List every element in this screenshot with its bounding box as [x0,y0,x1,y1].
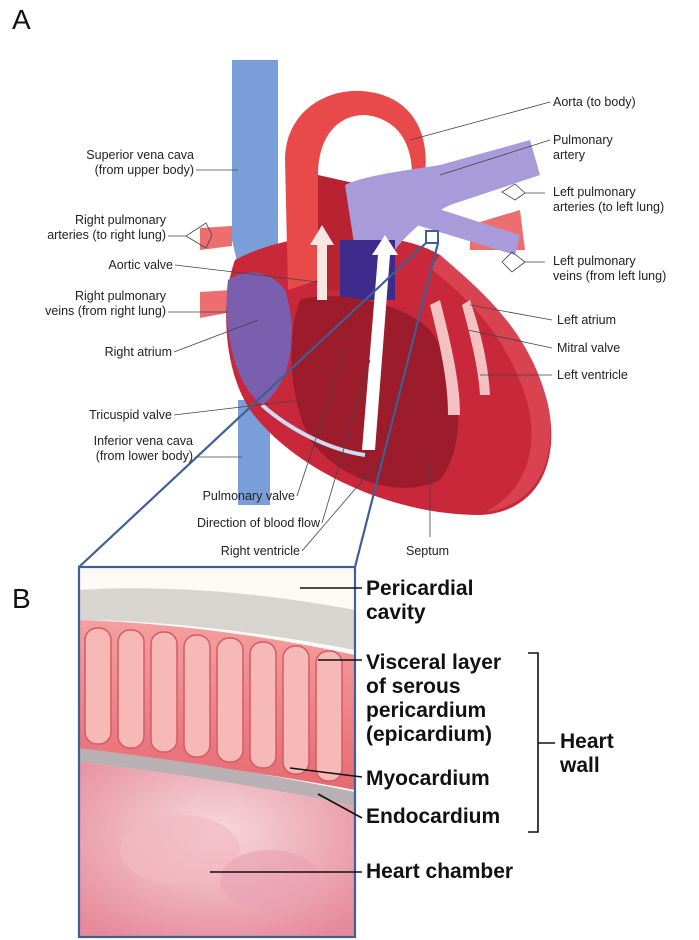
heart-wall-section [79,567,355,937]
label-left-atrium: Left atrium [557,313,616,328]
label-aorta: Aorta (to body) [553,95,636,110]
label-pulmonary-valve: Pulmonary valve [203,489,295,504]
label-superior-vena-cava: Superior vena cava(from upper body) [86,148,194,178]
label-left-ventricle: Left ventricle [557,368,628,383]
label-aortic-valve: Aortic valve [108,258,173,273]
label-right-atrium: Right atrium [105,345,172,360]
label-inferior-vena-cava: Inferior vena cava(from lower body) [94,434,193,464]
label-endocardium: Endocardium [366,805,500,829]
label-mitral-valve: Mitral valve [557,341,620,356]
panel-label-b: B [12,583,31,615]
label-myocardium: Myocardium [366,767,490,791]
label-direction-of-blood-flow: Direction of blood flow [197,516,320,531]
label-right-ventricle: Right ventricle [221,544,300,559]
label-septum: Septum [406,544,449,559]
label-visceral-layer: Visceral layer of serous pericardium (ep… [366,651,501,747]
label-tricuspid-valve: Tricuspid valve [89,408,172,423]
panel-label-a: A [12,4,31,36]
heart-diagram [200,60,551,515]
label-heart-chamber: Heart chamber [366,860,513,884]
